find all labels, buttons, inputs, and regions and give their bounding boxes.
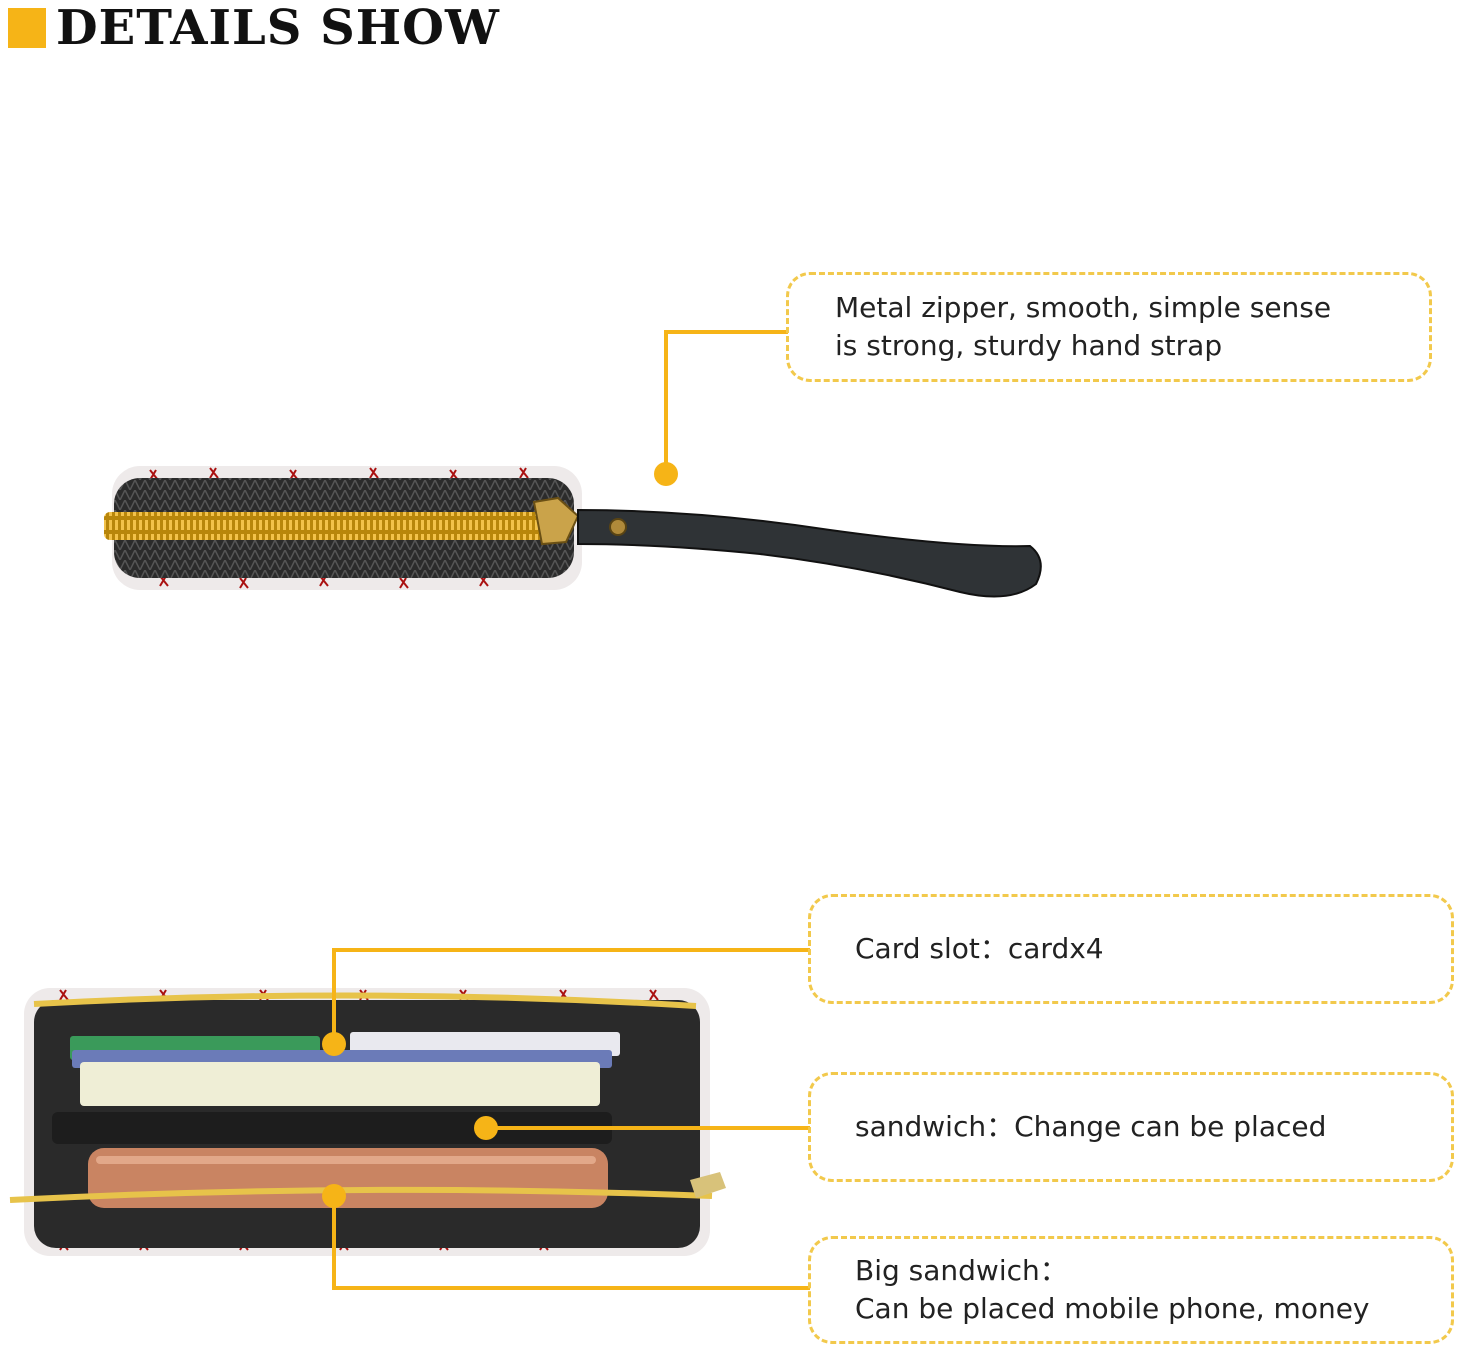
banknotes (80, 1062, 600, 1106)
header-accent-square (8, 8, 46, 48)
big-sandwich-line2: Can be placed mobile phone, money (855, 1292, 1370, 1325)
hand-strap (577, 508, 1042, 598)
section-header: DETAILS SHOW (8, 4, 500, 52)
closed-wallet (104, 466, 1042, 598)
zipper-callout-line2: is strong, sturdy hand strap (835, 329, 1223, 362)
zipper-leader-dot (654, 462, 678, 486)
card-slot-text: Card slot：cardx4 (855, 932, 1104, 966)
zipper-pull-bottom-icon (690, 1172, 726, 1198)
big-sandwich-callout: Big sandwich： Can be placed mobile phone… (808, 1236, 1454, 1344)
zipper-pull-icon (532, 496, 580, 546)
sandwich-leader-dot (474, 1116, 498, 1140)
zipper-leader-line (664, 330, 788, 474)
lower-leader-lines (332, 948, 810, 1290)
sandwich-callout: sandwich：Change can be placed (808, 1072, 1454, 1182)
open-wallet (9, 988, 726, 1256)
card-slot-callout: Card slot：cardx4 (808, 894, 1454, 1004)
sandwich-text: sandwich：Change can be placed (855, 1110, 1327, 1144)
big-sandwich-leader-dot (322, 1184, 346, 1208)
zipper-callout: Metal zipper, smooth, simple sense is st… (786, 272, 1432, 382)
big-sandwich-line1: Big sandwich： (855, 1254, 1068, 1288)
change-compartment (52, 1112, 612, 1144)
stitch-pattern-top (149, 467, 529, 589)
lower-zipper-track (9, 1186, 713, 1203)
card-slot-leader-dot (322, 1032, 346, 1056)
zipper-callout-line1: Metal zipper, smooth, simple sense (835, 291, 1332, 325)
page-title: DETAILS SHOW (56, 0, 500, 56)
zipper-teeth (104, 512, 544, 540)
strap-rivet (609, 518, 627, 536)
upper-zipper-track (33, 992, 697, 1009)
